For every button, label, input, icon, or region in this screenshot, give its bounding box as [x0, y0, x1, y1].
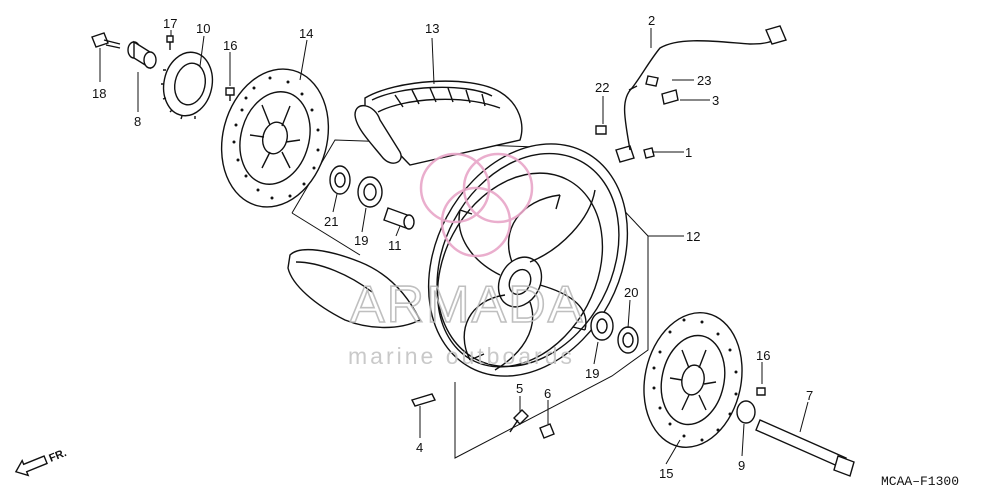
callout-18: 18	[92, 86, 106, 101]
callout-11: 11	[388, 238, 402, 253]
callout-12: 12	[686, 229, 700, 244]
watermark-logo-ring-3	[440, 186, 512, 258]
watermark-tagline: marine outboards	[348, 343, 575, 369]
callout-14: 14	[299, 26, 313, 41]
front-direction-marker: FR.	[14, 447, 68, 477]
small-parts	[91, 32, 855, 477]
callout-16-right: 16	[756, 348, 770, 363]
callout-15: 15	[659, 466, 673, 481]
brake-disc-right	[643, 312, 743, 448]
callout-3: 3	[712, 93, 719, 108]
pulser-ring	[161, 51, 214, 120]
callout-20: 20	[624, 285, 638, 300]
wheel-rim	[427, 143, 629, 377]
callout-13: 13	[425, 21, 439, 36]
callout-21: 21	[324, 214, 338, 229]
callout-8: 8	[134, 114, 141, 129]
callout-1: 1	[685, 145, 692, 160]
watermark: ARMADA marine outboards	[348, 152, 584, 369]
callout-22: 22	[595, 80, 609, 95]
callouts: 1 2 3 4 5 6 7 8 9 10 11 12 13 14 15 16 1…	[92, 13, 813, 481]
callout-4: 4	[416, 440, 423, 455]
callout-23: 23	[697, 73, 711, 88]
leader-lines	[99, 28, 809, 465]
watermark-logo-ring-2	[462, 152, 534, 224]
watermark-brand: ARMADA	[350, 276, 584, 334]
callout-2: 2	[648, 13, 655, 28]
callout-5: 5	[516, 381, 523, 396]
callout-19-right: 19	[585, 366, 599, 381]
front-arrow-icon	[14, 455, 48, 477]
callout-7: 7	[806, 388, 813, 403]
callout-9: 9	[738, 458, 745, 473]
callout-6: 6	[544, 386, 551, 401]
watermark-logo-ring-1	[419, 152, 491, 224]
callout-16-left: 16	[223, 38, 237, 53]
callout-17: 17	[163, 16, 177, 31]
diagram-code: MCAA–F1300	[881, 474, 959, 489]
callout-10: 10	[196, 21, 210, 36]
front-marker-label: FR.	[47, 447, 68, 465]
brake-disc-left	[220, 68, 330, 208]
sensor-cable	[623, 25, 787, 151]
callout-19-left: 19	[354, 233, 368, 248]
tire	[287, 80, 523, 329]
